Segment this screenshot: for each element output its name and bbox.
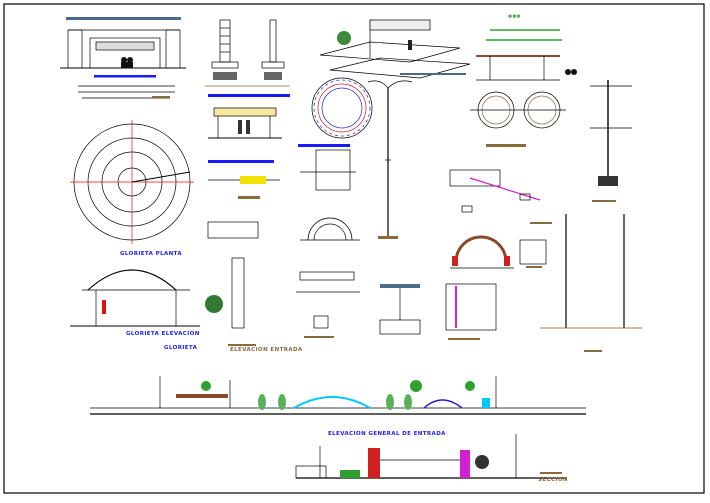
tree-plan-detail <box>470 91 566 147</box>
sheet-border <box>3 3 705 494</box>
label-glorieta-planta: GLORIETA PLANTA <box>120 251 183 257</box>
general-elevation <box>90 376 586 415</box>
circular-fountain-plan <box>298 77 373 147</box>
pergola-detail <box>208 94 290 163</box>
label-glorieta: GLORIETA <box>164 345 198 351</box>
column-elevation <box>590 80 632 202</box>
gate-elevation-detail <box>60 17 186 99</box>
gazebo-plan <box>70 120 194 244</box>
gazebo-elevation <box>70 257 256 346</box>
label-section: SECCION <box>538 477 568 483</box>
svg-text:✽✽✽: ✽✽✽ <box>508 14 521 20</box>
post-section <box>304 283 497 340</box>
label-glorieta-elevacion: GLORIETA ELEVACION <box>126 331 200 337</box>
arch-detail <box>296 217 360 293</box>
planter-detail: ✽✽✽ <box>476 14 577 81</box>
entrance-perspective <box>319 19 471 79</box>
label-elevacion-entrada: ELEVACION ENTRADA <box>230 347 303 353</box>
gate-posts-detail <box>540 214 642 352</box>
arch-elevation <box>450 235 547 269</box>
lamp-post-detail <box>367 80 413 239</box>
label-elevacion-general: ELEVACION GENERAL DE ENTRADA <box>328 431 446 437</box>
bench-details <box>207 149 356 239</box>
column-detail <box>205 19 290 87</box>
section-elevation <box>295 434 566 479</box>
bridge-plan <box>449 169 552 224</box>
